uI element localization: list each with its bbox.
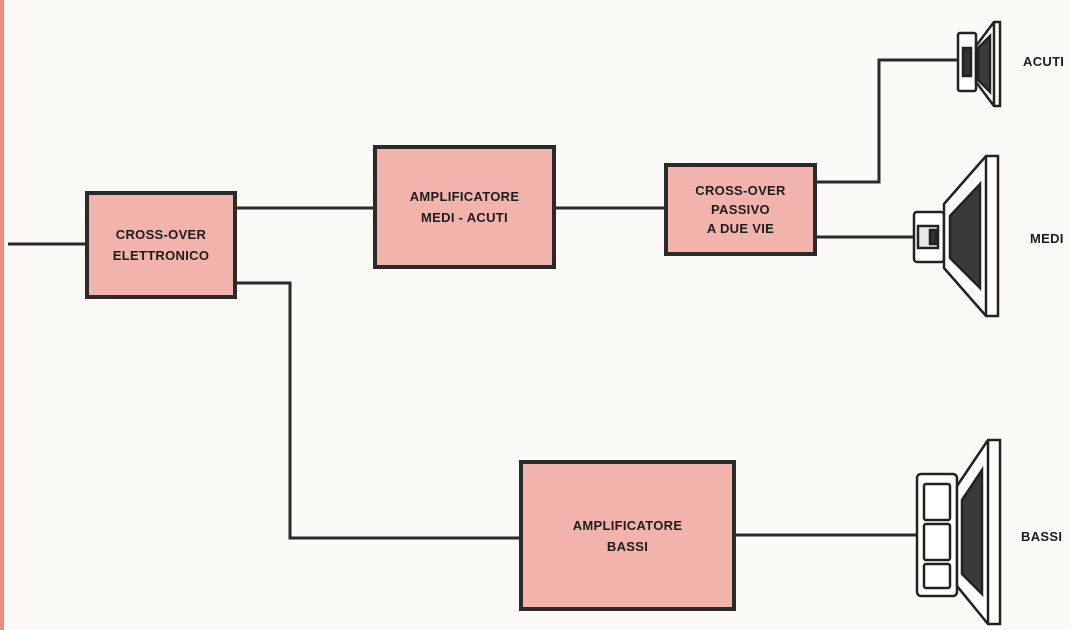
crossover-passive-block: CROSS-OVER PASSIVO A DUE VIE	[664, 163, 817, 256]
midrange-speaker-icon	[912, 154, 1000, 318]
tweeter-speaker-icon	[956, 20, 1002, 108]
amplifier-bass-block: AMPLIFICATORE BASSI	[519, 460, 736, 611]
wire-passive-to-tweeter	[815, 58, 958, 184]
block-label-line: ELETTRONICO	[112, 248, 210, 263]
block-label-line: PASSIVO	[711, 202, 770, 217]
tweeter-label: ACUTI	[1023, 54, 1065, 69]
block-label-line: AMPLIFICATORE	[572, 517, 683, 533]
page-edge-strip	[0, 0, 4, 630]
midrange-label: MEDI	[1030, 231, 1064, 246]
woofer-label: BASSI	[1021, 529, 1063, 544]
crossover-electronic-block: CROSS-OVER ELETTRONICO	[85, 191, 237, 299]
block-label-line: BASSI	[606, 538, 649, 554]
block-label-line: CROSS-OVER	[695, 183, 786, 198]
block-label-line: A DUE VIE	[706, 221, 775, 236]
block-label-line: MEDI - ACUTI	[421, 210, 508, 225]
amplifier-mid-high-block: AMPLIFICATORE MEDI - ACUTI	[373, 145, 556, 269]
woofer-speaker-icon	[915, 438, 1002, 626]
block-label-line: AMPLIFICATORE	[409, 189, 520, 204]
block-label-line: CROSS-OVER	[115, 227, 207, 242]
wire-xover-to-amp-bass	[235, 281, 521, 540]
